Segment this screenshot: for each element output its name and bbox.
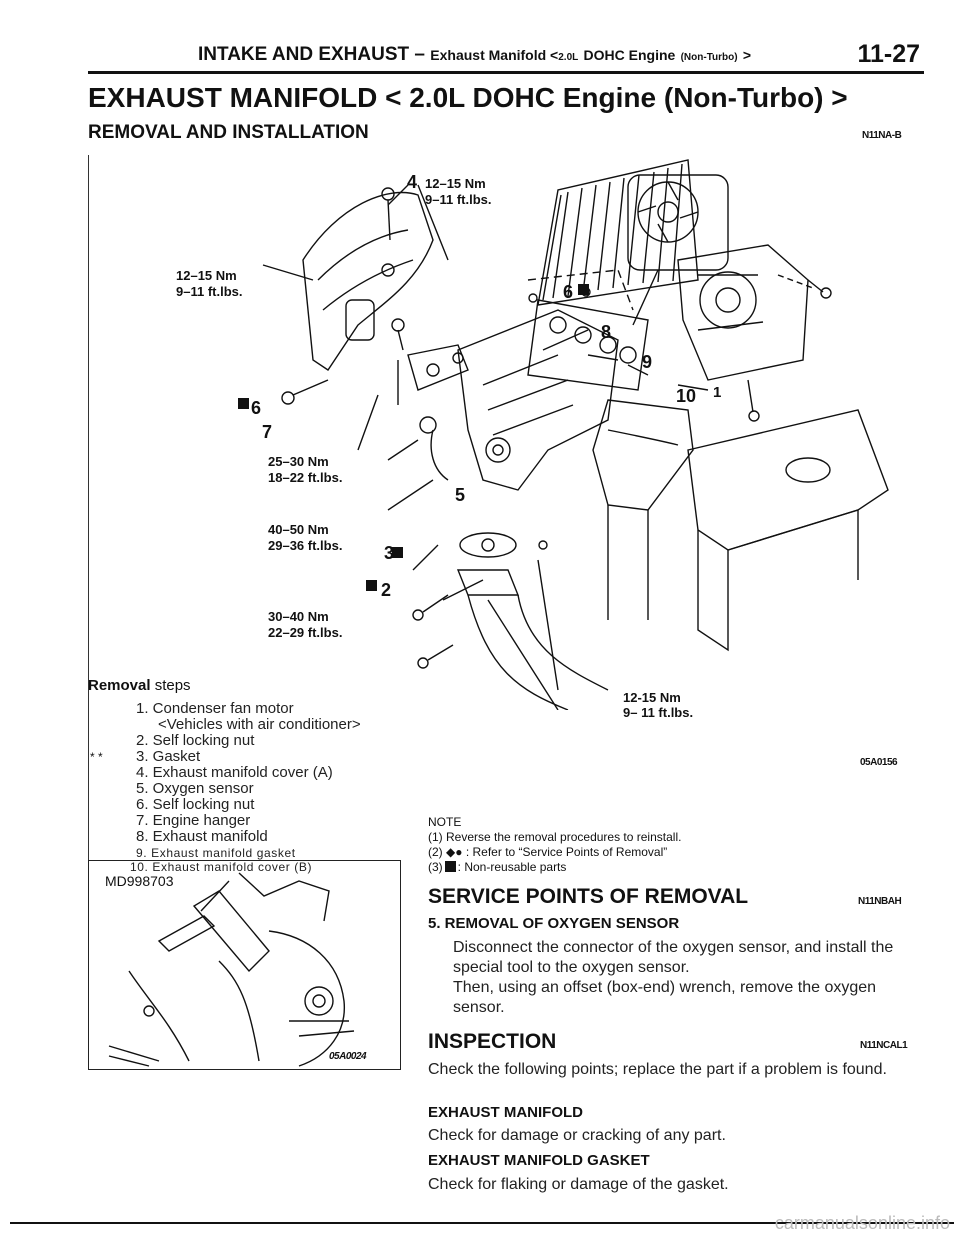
torque-6-nm: 12-15 Nm bbox=[623, 690, 681, 705]
footer-rule bbox=[10, 1222, 954, 1224]
inspection-heading: INSPECTION bbox=[428, 1030, 557, 1053]
watermark: carmanualsonline.info bbox=[774, 1213, 950, 1233]
left-margin-line bbox=[88, 155, 89, 865]
service-subheading: 5. REMOVAL OF OXYGEN SENSOR bbox=[428, 915, 680, 932]
callout-10: 10 bbox=[676, 386, 697, 406]
inspection-item-1-text: Check for damage or cracking of any part… bbox=[428, 1127, 726, 1144]
removal-step-10: 10. Exhaust manifold cover (B) bbox=[130, 860, 313, 874]
removal-step-1-note: <Vehicles with air conditioner> bbox=[158, 716, 361, 733]
note-line-3-prefix: (3) bbox=[428, 860, 443, 874]
removal-step-6: 6. Self locking nut bbox=[136, 796, 255, 813]
removal-step-7: 7. Engine hanger bbox=[136, 812, 251, 829]
header-sub1: Exhaust Manifold < bbox=[430, 47, 559, 63]
exhaust-pipe-drawing bbox=[412, 532, 609, 710]
exploded-diagram bbox=[238, 159, 889, 710]
note-line-2: (2) ◆● : Refer to “Service Points of Rem… bbox=[428, 845, 667, 859]
inspection-intro: Check the following points; replace the … bbox=[428, 1061, 887, 1078]
tool-id-label: MD998703 bbox=[105, 873, 174, 889]
removal-step-9: 9. Exhaust manifold gasket bbox=[136, 846, 296, 860]
special-tool-figure: MD998703 05A0024 bbox=[88, 860, 401, 1070]
removal-step-4: 4. Exhaust manifold cover (A) bbox=[136, 764, 333, 781]
oxygen-sensor-drawing bbox=[419, 416, 449, 481]
header-dash: – bbox=[414, 44, 425, 65]
note-symbol: ◆● bbox=[446, 845, 463, 859]
header-sub-nt: (Non-Turbo) bbox=[680, 52, 738, 63]
removal-step-8: 8. Exhaust manifold bbox=[136, 828, 268, 845]
header-sub3: > bbox=[742, 47, 752, 63]
service-heading: SERVICE POINTS OF REMOVAL bbox=[428, 885, 749, 908]
inspection-item-1-title: EXHAUST MANIFOLD bbox=[428, 1104, 583, 1121]
removal-title-rest: steps bbox=[154, 677, 191, 694]
service-code: N11NBAH bbox=[858, 896, 902, 907]
torque-1-ft: 9–11 ft.lbs. bbox=[425, 192, 492, 207]
fan-motor-drawing bbox=[677, 244, 832, 422]
callout-7: 7 bbox=[262, 422, 273, 442]
exhaust-manifold-drawing bbox=[457, 269, 634, 491]
torque-1-nm: 12–15 Nm bbox=[425, 176, 486, 191]
torque-3-ft: 18–22 ft.lbs. bbox=[268, 470, 343, 485]
service-para-2: Then, using an offset (box-end) wrench, … bbox=[453, 979, 877, 1016]
inspection-item-2-text: Check for flaking or damage of the gaske… bbox=[428, 1176, 729, 1193]
section-code: N11NA-B bbox=[862, 130, 902, 141]
cylinder-head-cover-drawing bbox=[607, 409, 889, 652]
callout-2: 2 bbox=[381, 580, 392, 600]
removal-step-5: 5. Oxygen sensor bbox=[136, 780, 254, 797]
torque-2-nm: 12–15 Nm bbox=[176, 268, 237, 283]
torque-4-ft: 29–36 ft.lbs. bbox=[268, 538, 343, 553]
tool-figure-code: 05A0024 bbox=[329, 1051, 367, 1062]
callout-5: 5 bbox=[455, 485, 466, 505]
torque-5-nm: 30–40 Nm bbox=[268, 609, 329, 624]
inspection-code: N11NCAL1 bbox=[860, 1040, 908, 1051]
callout-9: 9 bbox=[642, 352, 653, 372]
header-sub-engine: 2.0L bbox=[558, 52, 579, 63]
running-header: INTAKE AND EXHAUST – Exhaust Manifold <2… bbox=[198, 44, 751, 66]
header-sub2: DOHC Engine bbox=[583, 47, 676, 63]
callout-4: 4 bbox=[407, 172, 418, 192]
heat-shield-a-drawing bbox=[281, 187, 434, 405]
inspection-item-2-title: EXHAUST MANIFOLD GASKET bbox=[428, 1152, 650, 1169]
torque-5-ft: 22–29 ft.lbs. bbox=[268, 625, 343, 640]
page-number: 11-27 bbox=[857, 40, 920, 68]
callout-6b: 6 bbox=[251, 398, 262, 418]
manifold-gasket-drawing bbox=[527, 299, 649, 391]
callout-6a: 6 bbox=[563, 282, 574, 302]
special-tool-drawing bbox=[108, 872, 355, 1067]
page-title: EXHAUST MANIFOLD < 2.0L DOHC Engine (Non… bbox=[88, 82, 848, 113]
callout-8: 8 bbox=[601, 322, 612, 342]
callout-3: 3 bbox=[384, 543, 395, 563]
torque-6-ft: 9– 11 ft.lbs. bbox=[623, 705, 694, 720]
section-heading: REMOVAL AND INSTALLATION bbox=[88, 122, 369, 143]
torque-2-ft: 9–11 ft.lbs. bbox=[176, 284, 243, 299]
header-main: INTAKE AND EXHAUST bbox=[198, 44, 410, 65]
service-para-1: Disconnect the connector of the oxygen s… bbox=[453, 939, 894, 976]
torque-4-nm: 40–50 Nm bbox=[268, 522, 329, 537]
torque-3-nm: 25–30 Nm bbox=[268, 454, 329, 469]
note-line-1: (1) Reverse the removal procedures to re… bbox=[428, 830, 682, 844]
note-line-3: (3) : Non-reusable parts bbox=[428, 860, 566, 874]
callout-1: 1 bbox=[713, 384, 722, 401]
note-line-2-prefix: (2) bbox=[428, 845, 443, 859]
step-marker: * * bbox=[90, 750, 103, 764]
removal-step-1: 1. Condenser fan motor bbox=[136, 700, 294, 717]
diagram-figure-code: 05A0156 bbox=[860, 757, 898, 768]
radiator-drawing bbox=[537, 159, 729, 306]
note-line-3-text: : Non-reusable parts bbox=[457, 860, 567, 874]
removal-step-3: 3. Gasket bbox=[136, 748, 201, 765]
note-title: NOTE bbox=[428, 815, 462, 829]
header-rule bbox=[88, 71, 924, 74]
non-reusable-icon bbox=[444, 861, 456, 872]
removal-steps-title: Removal steps bbox=[88, 677, 191, 694]
engine-hanger-drawing bbox=[391, 318, 469, 391]
removal-title-bold: Removal bbox=[88, 677, 151, 694]
note-line-2-text: : Refer to “Service Points of Removal” bbox=[465, 845, 668, 859]
removal-step-2: 2. Self locking nut bbox=[136, 732, 255, 749]
